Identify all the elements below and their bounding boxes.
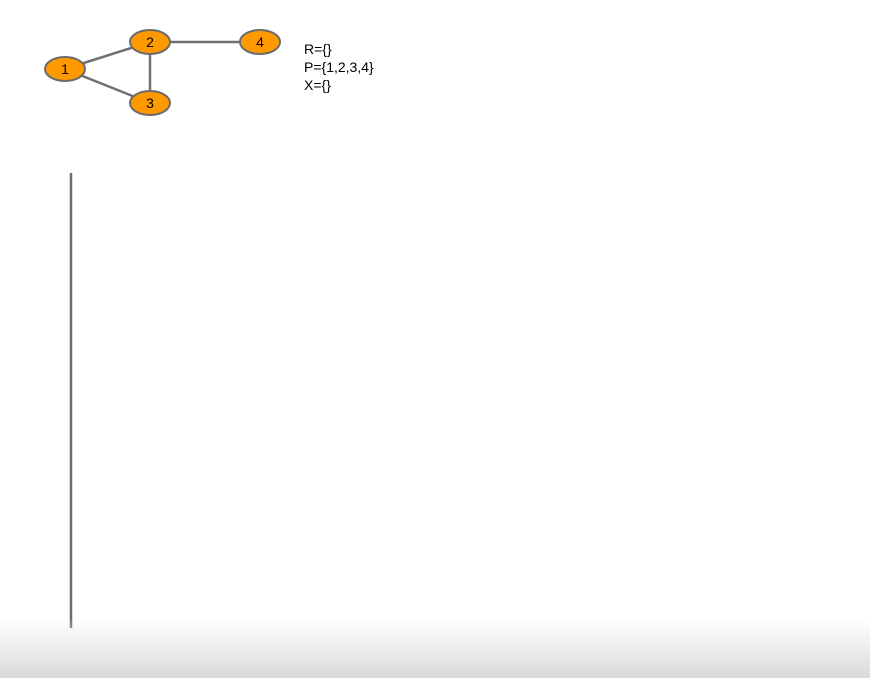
node-4-shape [239,29,281,55]
node-4: 4 [239,29,281,55]
node-3-shape [129,90,171,116]
node-2-label: 2 [146,34,154,50]
node-3: 3 [129,90,171,116]
set-x: X={} [304,77,331,93]
node-2: 2 [129,29,171,55]
node-2-shape [129,29,171,55]
set-p: P={1,2,3,4} [304,59,374,75]
set-state: R={} P={1,2,3,4} X={} [304,40,374,94]
node-1-shape [44,56,86,82]
graph-nodes: 1 2 3 4 [44,29,281,116]
node-1: 1 [44,56,86,82]
set-r: R={} [304,41,332,57]
node-1-label: 1 [61,61,69,77]
node-4-label: 4 [256,34,264,50]
bottom-gradient-bar [0,618,870,678]
node-3-label: 3 [146,95,154,111]
